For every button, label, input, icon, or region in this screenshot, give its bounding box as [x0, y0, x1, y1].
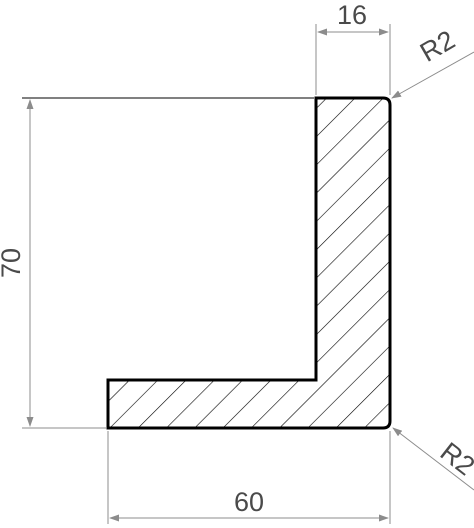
dimension-top-width-label: 16 — [337, 0, 367, 30]
dimension-top-radius-label: R2 — [415, 25, 460, 68]
dimension-bottom-width-label: 60 — [234, 487, 264, 517]
dimension-bottom-radius-label: R2 — [435, 436, 474, 481]
l-profile-section — [106, 96, 392, 430]
dimension-left-height-label: 70 — [0, 248, 26, 278]
dimension-bottom-width: 60 — [107, 431, 391, 524]
dimension-bottom-radius: R2 — [392, 427, 474, 491]
dimension-top-radius: R2 — [391, 25, 474, 99]
dimension-left-height: 70 — [0, 97, 314, 429]
dimension-top-width: 16 — [315, 0, 391, 95]
